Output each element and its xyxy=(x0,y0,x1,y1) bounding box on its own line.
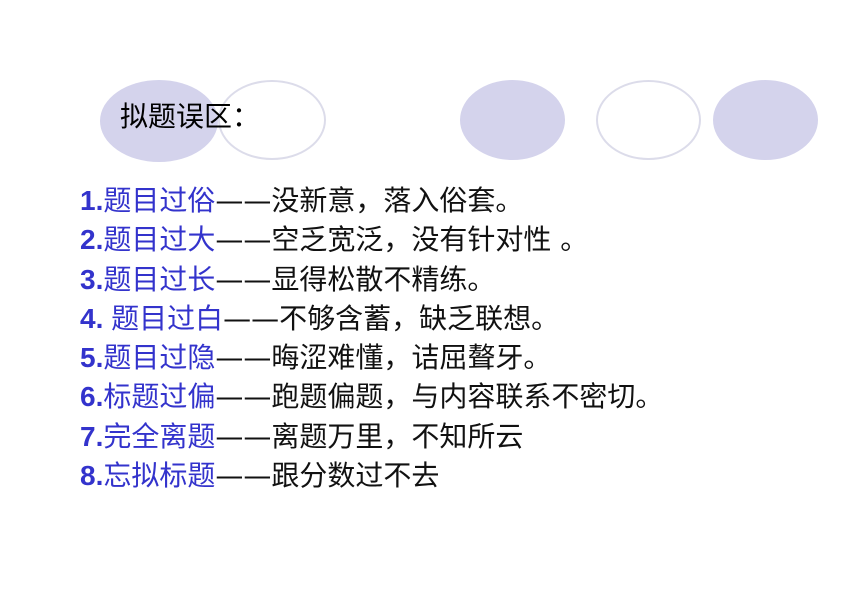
item-description: 跑题偏题，与内容联系不密切。 xyxy=(271,380,664,414)
slide-title: 拟题误区： xyxy=(120,100,261,133)
item-description: 显得松散不精练。 xyxy=(271,262,496,296)
item-number: 8. xyxy=(80,460,104,492)
decorative-circle-filled xyxy=(100,80,218,162)
decorative-circle-filled xyxy=(460,80,565,160)
item-dash: —— xyxy=(215,262,272,296)
item-dash: —— xyxy=(215,184,272,217)
list-item: 1.题目过俗——没新意，落入俗套。 xyxy=(80,181,663,220)
item-topic: 完全离题 xyxy=(103,419,216,453)
item-topic: 题目过大 xyxy=(103,223,216,257)
list-item: 4. 题目过白——不够含蓄，缺乏联想。 xyxy=(80,299,663,338)
item-description: 离题万里，不知所云 xyxy=(271,419,524,453)
item-dash: —— xyxy=(215,341,272,375)
item-topic: 题目过长 xyxy=(103,262,216,296)
list-item: 6.标题过偏——跑题偏题，与内容联系不密切。 xyxy=(80,377,663,416)
item-topic: 标题过偏 xyxy=(103,380,216,414)
mistake-list: 1.题目过俗——没新意，落入俗套。 2.题目过大——空乏宽泛，没有针对性 。 3… xyxy=(80,181,663,495)
list-item: 8.忘拟标题——跟分数过不去 xyxy=(80,456,663,495)
list-item: 5.题目过隐——晦涩难懂，诘屈聱牙。 xyxy=(80,338,663,377)
item-number: 1. xyxy=(80,185,104,216)
list-item: 3.题目过长——显得松散不精练。 xyxy=(80,260,663,299)
item-topic: 题目过白 xyxy=(111,301,224,335)
item-number: 7. xyxy=(80,420,104,452)
item-number: 4. xyxy=(80,302,112,334)
item-description: 晦涩难懂，诘屈聱牙。 xyxy=(271,341,552,375)
item-description: 没新意，落入俗套。 xyxy=(271,184,524,217)
item-dash: —— xyxy=(215,223,272,257)
list-item: 2.题目过大——空乏宽泛，没有针对性 。 xyxy=(80,220,663,259)
decorative-circle-outline xyxy=(218,80,326,160)
item-number: 2. xyxy=(80,224,104,256)
item-topic: 忘拟标题 xyxy=(103,459,216,493)
item-number: 6. xyxy=(80,381,104,413)
item-dash: —— xyxy=(215,380,272,414)
list-item: 7.完全离题——离题万里，不知所云 xyxy=(80,417,663,456)
item-number: 5. xyxy=(80,342,104,374)
item-description: 跟分数过不去 xyxy=(271,459,440,493)
item-topic: 题目过隐 xyxy=(103,341,216,375)
item-description: 空乏宽泛，没有针对性 。 xyxy=(271,223,589,257)
item-description: 不够含蓄，缺乏联想。 xyxy=(279,301,560,335)
item-dash: —— xyxy=(215,419,272,453)
decorative-circle-outline xyxy=(596,80,701,160)
item-topic: 题目过俗 xyxy=(103,184,216,217)
item-dash: —— xyxy=(215,459,272,493)
decorative-circle-filled xyxy=(713,80,818,160)
item-dash: —— xyxy=(223,301,280,335)
item-number: 3. xyxy=(80,263,104,295)
